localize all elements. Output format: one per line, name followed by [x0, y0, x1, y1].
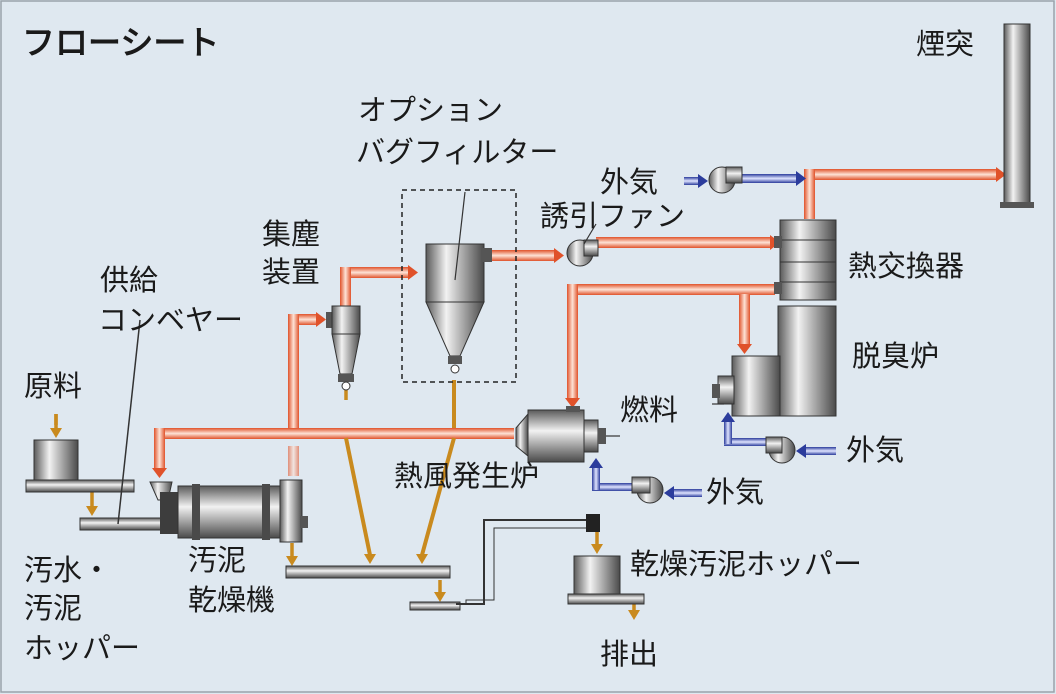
label-supply-conveyor-1: 供給	[100, 263, 158, 297]
dried-sludge-hopper	[567, 555, 645, 605]
label-hopper-3: ホッパー	[24, 631, 140, 665]
label-hopper-1: 汚水・	[24, 553, 111, 587]
label-induced-fan: 誘引ファン	[540, 199, 685, 233]
label-supply-conveyor-2: コンベヤー	[98, 303, 243, 337]
page-title: フローシート	[22, 23, 219, 62]
collection-conveyor	[285, 565, 461, 611]
label-outside-air-right: 外気	[846, 433, 904, 467]
label-deodorizing-furnace: 脱臭炉	[852, 339, 939, 373]
label-option-2: バグフィルター	[356, 135, 558, 169]
cyclone-dust-collector	[326, 305, 361, 391]
label-outside-air-bottom: 外気	[706, 475, 764, 509]
label-outside-air-top: 外気	[600, 165, 658, 199]
label-hopper-2: 汚泥	[24, 591, 82, 625]
label-option-1: オプション	[358, 93, 503, 127]
deodorizing-furnace	[712, 305, 837, 417]
leader-lines	[606, 403, 724, 437]
label-discharge: 排出	[600, 637, 658, 671]
label-dust-collector-1: 集塵	[262, 217, 320, 251]
bucket-elevator	[456, 514, 600, 605]
label-hot-air-generator: 熱風発生炉	[394, 459, 539, 493]
bag-filter	[401, 189, 517, 383]
hot-gas-pipes	[152, 167, 1006, 478]
label-chimney: 煙突	[916, 27, 974, 61]
raw-material-hopper	[25, 439, 135, 493]
chimney	[1000, 23, 1034, 208]
label-dryer-2: 乾燥機	[188, 583, 275, 617]
induced-fan	[566, 223, 599, 267]
label-dryer-1: 汚泥	[188, 543, 246, 577]
outside-air-lines	[589, 171, 836, 500]
outside-air-fan-bottom	[631, 476, 664, 504]
sludge-dryer	[149, 479, 308, 543]
label-dried-hopper: 乾燥汚泥ホッパー	[630, 547, 862, 581]
outside-air-fan-right	[765, 436, 796, 464]
label-dust-collector-2: 装置	[262, 255, 320, 289]
label-raw-material: 原料	[24, 369, 82, 403]
outside-air-fan-top	[708, 166, 743, 194]
heat-exchanger	[774, 219, 837, 301]
hot-air-generator	[515, 406, 606, 463]
sludge-lines	[50, 380, 640, 620]
label-heat-exchanger: 熱交換器	[848, 249, 964, 283]
label-fuel: 燃料	[620, 393, 678, 427]
